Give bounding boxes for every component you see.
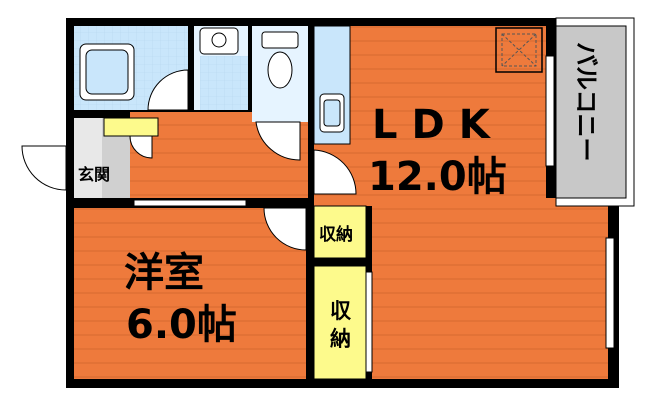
storage-tall — [313, 265, 367, 380]
entrance-label: 玄関 — [78, 165, 110, 184]
toilet-tank — [261, 31, 299, 49]
western-room-sliding-window — [133, 199, 247, 207]
toilet-icon — [267, 51, 293, 89]
storage-tall-label-bottom: 納 — [330, 327, 351, 351]
western-room-name-label: 洋室 — [124, 250, 204, 296]
ldk-lower-window — [605, 237, 615, 349]
ldk-floor-lower — [372, 206, 608, 379]
washbasin-bowl — [211, 32, 227, 48]
bathtub-basin — [85, 49, 129, 95]
ventilation-inner — [501, 33, 537, 67]
ldk-name-label: LDK — [372, 102, 504, 148]
western-room-door-swing — [263, 207, 307, 251]
western-room-size-label: 6.0帖 — [126, 302, 237, 348]
storage-tall-label-top: 収 — [330, 299, 352, 323]
washing-machine-space — [200, 56, 248, 110]
bathroom-door-swing — [147, 69, 189, 111]
toilet-door-swing — [255, 121, 301, 161]
storage-small-label: 収納 — [319, 224, 353, 245]
storage-tall-door — [365, 271, 373, 373]
ldk-size-label: 12.0帖 — [368, 154, 507, 200]
balcony-floor — [555, 25, 627, 199]
kitchen-sink-basin — [323, 99, 341, 127]
storage-small — [313, 205, 367, 259]
balcony-label: バルコニー — [572, 42, 600, 162]
ventilation-cross — [501, 33, 537, 67]
ventilation-icon — [495, 27, 543, 73]
western-room-floor — [74, 208, 306, 379]
ldk-door-swing — [313, 149, 357, 195]
ldk-window — [545, 55, 555, 167]
entrance-step — [74, 118, 102, 198]
shoe-cabinet — [103, 117, 159, 137]
entrance-door-swing — [21, 145, 67, 191]
ldk-floor — [314, 26, 546, 198]
ldk-floor-mid — [314, 198, 608, 206]
shoe-cabinet-door-swing — [129, 135, 153, 159]
